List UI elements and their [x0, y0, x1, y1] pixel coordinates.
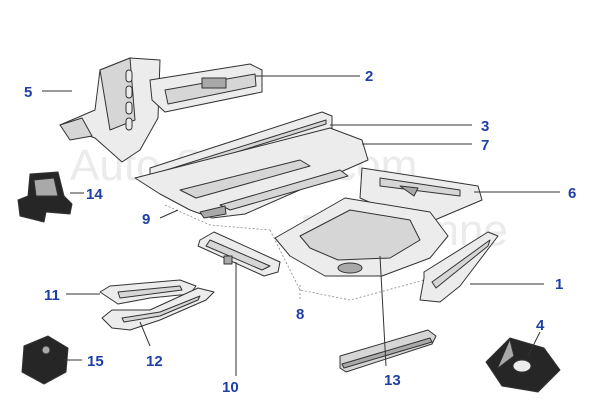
part-front-floor[interactable] [134, 127, 369, 219]
leader-9 [159, 209, 179, 219]
callout-labels: 5 2 3 7 6 14 9 1 8 11 12 4 15 13 10 [24, 68, 576, 396]
part-bracket-14[interactable] [17, 171, 73, 223]
callout-12: 12 [146, 353, 163, 370]
callout-3: 3 [481, 118, 489, 135]
part-channel[interactable] [197, 231, 281, 277]
part-rear-floor[interactable] [274, 197, 449, 277]
part-side-panel[interactable] [419, 231, 499, 303]
leader-13 [379, 255, 387, 367]
leader-12 [139, 321, 151, 347]
dashed-guides [164, 204, 441, 301]
leader-4 [527, 331, 541, 357]
callout-7: 7 [481, 137, 489, 154]
callout-11: 11 [44, 287, 60, 304]
callout-14: 14 [86, 186, 103, 203]
callout-15: 15 [87, 353, 104, 370]
callout-2: 2 [365, 68, 373, 85]
callout-1: 1 [555, 276, 563, 293]
callout-9: 9 [142, 211, 150, 228]
callout-8: 8 [296, 306, 304, 323]
callout-10: 10 [222, 379, 239, 396]
part-bracket-4[interactable] [485, 337, 561, 393]
callout-4: 4 [536, 317, 545, 334]
part-strip[interactable] [339, 329, 437, 373]
leader-lines [42, 75, 560, 376]
part-front-frame[interactable] [59, 57, 263, 163]
callout-5: 5 [24, 84, 32, 101]
callout-13: 13 [384, 372, 401, 389]
part-bracket-12[interactable] [101, 287, 215, 331]
part-block-15[interactable] [21, 335, 69, 385]
callout-6: 6 [568, 185, 576, 202]
